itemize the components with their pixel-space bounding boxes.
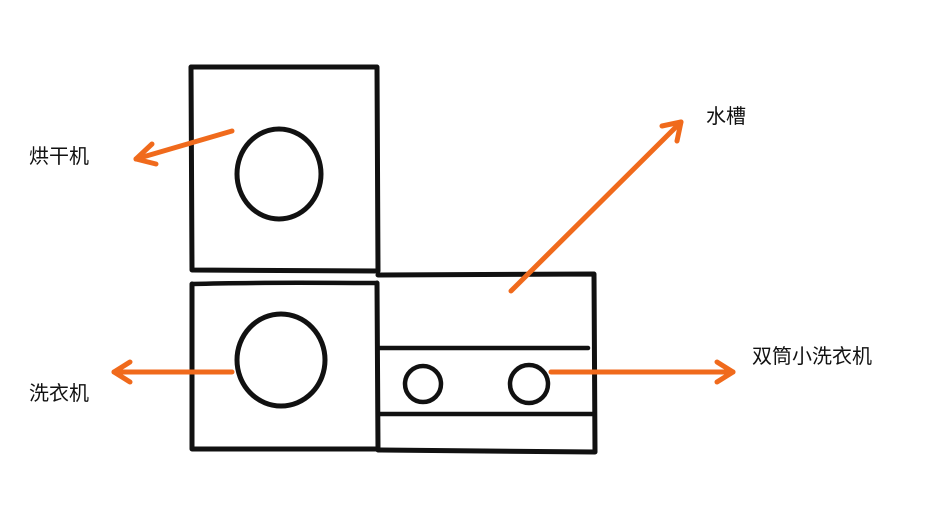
dryer-box xyxy=(188,64,381,274)
sink-label: 水槽 xyxy=(706,104,746,128)
washer-arrow-head xyxy=(111,359,133,385)
sink-arrow-line xyxy=(508,119,684,294)
twin-tub-arrow-head xyxy=(714,359,736,385)
washer-label: 洗衣机 xyxy=(29,381,89,405)
cabinet-divider xyxy=(189,280,380,287)
washer-door-circle xyxy=(234,311,328,409)
dryer-arrow xyxy=(133,128,235,167)
dryer-arrow-head xyxy=(133,141,159,167)
washer-box xyxy=(189,280,381,452)
washer-arrow xyxy=(111,359,235,385)
sink-cabinet xyxy=(375,271,598,455)
stacked-cabinet xyxy=(188,64,381,452)
dryer-door-circle xyxy=(234,126,324,222)
sink-arrow-head xyxy=(659,119,684,144)
dryer-arrow-line xyxy=(133,128,235,162)
dryer-label: 烘干机 xyxy=(29,144,89,168)
twin-tub-right-circle xyxy=(507,362,551,406)
sink-arrow xyxy=(508,119,684,294)
twin-tub-arrow xyxy=(548,359,736,385)
twin-tub-left-circle xyxy=(402,363,444,405)
twin-tub-label: 双筒小洗衣机 xyxy=(752,344,872,368)
sink-cabinet-box xyxy=(375,271,598,455)
